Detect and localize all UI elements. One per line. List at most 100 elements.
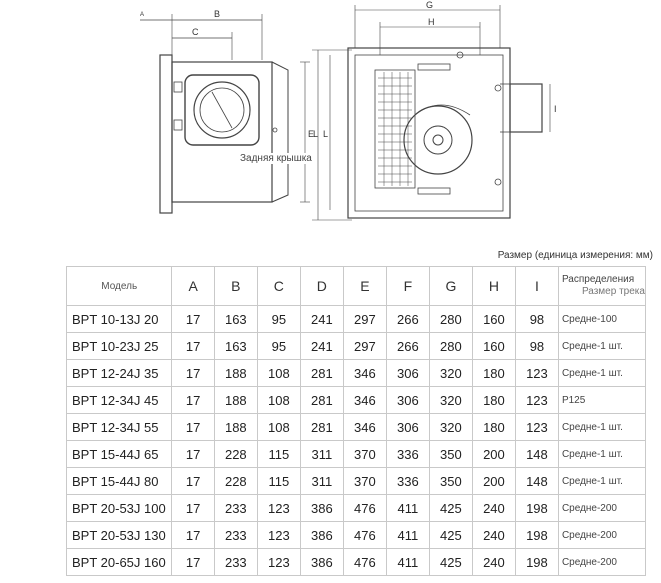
dimension-cell: 336 <box>385 467 430 495</box>
distribution-cell: Средне-100 <box>557 305 647 333</box>
dimension-cell: 17 <box>171 413 215 441</box>
dimension-cell: 266 <box>385 305 430 333</box>
dimension-cell: 17 <box>171 467 215 495</box>
dimension-cell: 386 <box>299 521 344 549</box>
dimension-cell: 350 <box>428 440 473 468</box>
dimension-cell: 306 <box>385 359 430 387</box>
dim-label-c: C <box>192 27 199 37</box>
model-cell: BPT 10-23J 25 <box>65 332 173 360</box>
dimension-cell: 240 <box>471 494 516 522</box>
dim-label-g: G <box>426 0 433 10</box>
unit-note: Размер (единица измерения: мм) <box>497 250 653 261</box>
dimension-cell: 17 <box>171 548 215 576</box>
dimension-cell: 123 <box>514 413 559 441</box>
dimension-cell: 476 <box>342 548 387 576</box>
dimension-cell: 306 <box>385 413 430 441</box>
dimension-cell: 311 <box>299 467 344 495</box>
distribution-cell: Средне-1 шт. <box>557 440 647 468</box>
dimension-cell: 240 <box>471 521 516 549</box>
dimension-cell: 180 <box>471 386 516 414</box>
dimension-cell: 240 <box>471 548 516 576</box>
dim-label-a: A <box>140 12 144 18</box>
model-cell: BPT 12-34J 55 <box>65 413 173 441</box>
dimension-cell: 123 <box>256 548 301 576</box>
dimension-cell: 115 <box>256 467 301 495</box>
dimension-cell: 386 <box>299 494 344 522</box>
header-g: G <box>428 266 473 306</box>
dimension-cell: 123 <box>256 521 301 549</box>
model-cell: BPT 20-53J 130 <box>65 521 173 549</box>
dim-label-l: L <box>313 129 318 139</box>
dimension-cell: 188 <box>213 386 258 414</box>
distribution-cell: Средне-1 шт. <box>557 332 647 360</box>
dimension-cell: 350 <box>428 467 473 495</box>
dimension-cell: 281 <box>299 359 344 387</box>
header-h: H <box>471 266 516 306</box>
dimension-cell: 188 <box>213 413 258 441</box>
dimension-cell: 425 <box>428 521 473 549</box>
dimension-cell: 17 <box>171 440 215 468</box>
dimension-cell: 425 <box>428 548 473 576</box>
model-cell: BPT 10-13J 20 <box>65 305 173 333</box>
distribution-cell: Средне-200 <box>557 494 647 522</box>
dimension-cell: 180 <box>471 359 516 387</box>
technical-drawing: A B C E L L G H I <box>140 0 557 221</box>
header-d: D <box>299 266 344 306</box>
dimension-cell: 297 <box>342 305 387 333</box>
dimension-cell: 386 <box>299 548 344 576</box>
dimension-cell: 115 <box>256 440 301 468</box>
dimension-cell: 200 <box>471 467 516 495</box>
dimension-cell: 411 <box>385 494 430 522</box>
dimension-cell: 123 <box>514 359 559 387</box>
dim-label-b: B <box>214 9 220 19</box>
dim-label-l2: L <box>323 129 328 139</box>
dimension-cell: 320 <box>428 359 473 387</box>
dimension-cell: 188 <box>213 359 258 387</box>
dimension-cell: 123 <box>514 386 559 414</box>
dimension-cell: 280 <box>428 305 473 333</box>
dimension-cell: 281 <box>299 413 344 441</box>
dimension-cell: 198 <box>514 521 559 549</box>
header-e: E <box>342 266 387 306</box>
dimension-cell: 108 <box>256 359 301 387</box>
dimension-cell: 266 <box>385 332 430 360</box>
dimension-cell: 320 <box>428 413 473 441</box>
dimension-cell: 95 <box>256 305 301 333</box>
header-f: F <box>385 266 430 306</box>
dimension-cell: 180 <box>471 413 516 441</box>
dimension-cell: 306 <box>385 386 430 414</box>
dimension-cell: 233 <box>213 548 258 576</box>
header-c: C <box>256 266 301 306</box>
dimension-cell: 200 <box>471 440 516 468</box>
dimension-cell: 148 <box>514 467 559 495</box>
dimension-cell: 98 <box>514 305 559 333</box>
dimension-cell: 297 <box>342 332 387 360</box>
dimension-cell: 228 <box>213 440 258 468</box>
dimension-cell: 163 <box>213 305 258 333</box>
dimension-cell: 280 <box>428 332 473 360</box>
dim-label-i: I <box>554 104 557 114</box>
dimension-cell: 241 <box>299 305 344 333</box>
header-track-size: Размер трека <box>581 286 645 297</box>
model-cell: BPT 20-65J 160 <box>65 548 173 576</box>
dimension-cell: 425 <box>428 494 473 522</box>
dimension-cell: 98 <box>514 332 559 360</box>
dimension-cell: 17 <box>171 332 215 360</box>
distribution-cell: Средне-200 <box>557 521 647 549</box>
dimension-cell: 148 <box>514 440 559 468</box>
dimension-cell: 411 <box>385 521 430 549</box>
dimension-cell: 346 <box>342 386 387 414</box>
distribution-cell: Средне-200 <box>557 548 647 576</box>
model-cell: BPT 20-53J 100 <box>65 494 173 522</box>
dim-label-h: H <box>428 17 435 27</box>
dimension-cell: 95 <box>256 332 301 360</box>
dimension-cell: 281 <box>299 386 344 414</box>
